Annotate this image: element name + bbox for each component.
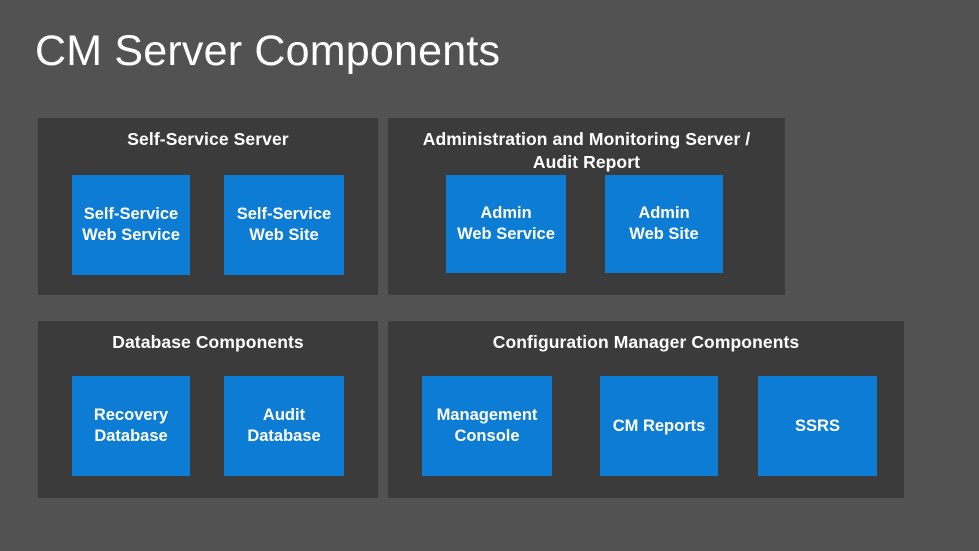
panel-title-self-service-server: Self-Service Server	[127, 129, 289, 149]
component-box-recovery-database[interactable]: Recovery Database	[72, 376, 190, 476]
component-label-ssrs: SSRS	[795, 416, 840, 435]
component-box-audit-database[interactable]: Audit Database	[224, 376, 344, 476]
component-box-management-console[interactable]: Management Console	[422, 376, 552, 476]
component-box-admin-web-service[interactable]: Admin Web Service	[446, 175, 566, 273]
component-label-audit-database: Audit Database	[247, 406, 321, 445]
panel-self-service-server: Self-Service Server Self-Service Web Ser…	[38, 118, 378, 295]
component-label-cm-reports: CM Reports	[612, 416, 706, 435]
component-label-admin-web-site: Admin Web Site	[629, 204, 699, 243]
component-box-admin-web-site[interactable]: Admin Web Site	[605, 175, 723, 273]
component-label-admin-web-service: Admin Web Service	[457, 204, 555, 243]
component-box-self-service-web-site[interactable]: Self-Service Web Site	[224, 175, 344, 275]
panel-database-components: Database Components Recovery Database Au…	[38, 321, 378, 498]
component-box-ssrs[interactable]: SSRS	[758, 376, 877, 476]
panel-title-database-components: Database Components	[112, 332, 304, 352]
panel-administration-monitoring-server: Administration and Monitoring Server / A…	[388, 118, 785, 295]
component-box-self-service-web-service[interactable]: Self-Service Web Service	[72, 175, 190, 275]
component-label-self-service-web-service: Self-Service Web Service	[82, 205, 180, 244]
page-title: CM Server Components	[35, 27, 501, 75]
panel-title-administration-monitoring-server: Administration and Monitoring Server / A…	[422, 129, 751, 172]
component-label-recovery-database: Recovery Database	[93, 406, 169, 445]
component-box-cm-reports[interactable]: CM Reports	[600, 376, 718, 476]
component-label-management-console: Management Console	[436, 406, 538, 445]
panel-title-configuration-manager-components: Configuration Manager Components	[492, 332, 800, 352]
component-label-self-service-web-site: Self-Service Web Site	[236, 205, 332, 244]
panel-configuration-manager-components: Configuration Manager Components Managem…	[388, 321, 904, 498]
